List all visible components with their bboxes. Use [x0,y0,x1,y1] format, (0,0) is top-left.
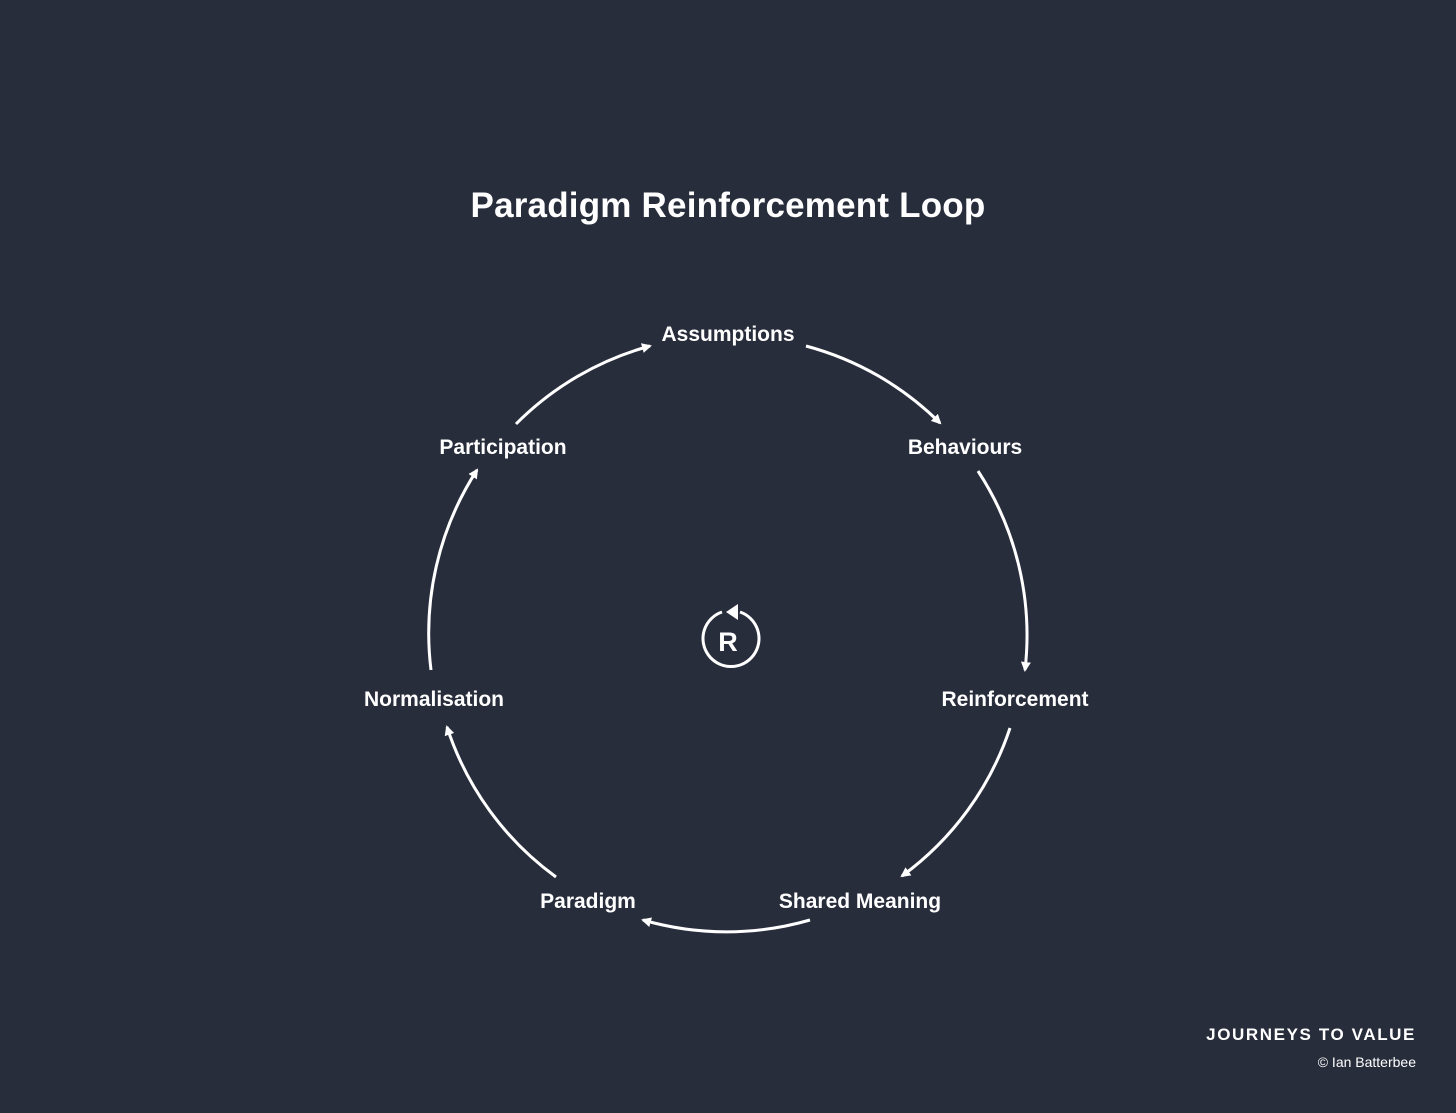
arrow-behaviours-to-reinforcement [976,470,1031,672]
arrow-assumptions-to-behaviours [805,344,942,425]
node-shared-meaning: Shared Meaning [779,890,941,913]
arrow-participation-to-assumptions [514,343,652,426]
node-paradigm: Paradigm [540,890,636,913]
node-behaviours: Behaviours [908,436,1022,459]
copyright-text: © Ian Batterbee [1317,1054,1416,1070]
node-reinforcement: Reinforcement [941,688,1088,711]
node-participation: Participation [439,436,566,459]
node-normalisation: Normalisation [364,688,504,711]
arrow-shared-meaning-to-paradigm [641,917,811,934]
diagram-title: Paradigm Reinforcement Loop [470,186,986,225]
center-label: R [718,627,738,657]
arrow-normalisation-to-participation [427,468,479,671]
arrow-paradigm-to-normalisation [444,725,557,879]
node-assumptions: Assumptions [661,323,794,346]
reinforcing-loop-icon: R [701,604,761,669]
arrow-reinforcement-to-shared-meaning [900,727,1012,878]
brand-logo-text: JOURNEYS TO VALUE [1206,1025,1416,1044]
